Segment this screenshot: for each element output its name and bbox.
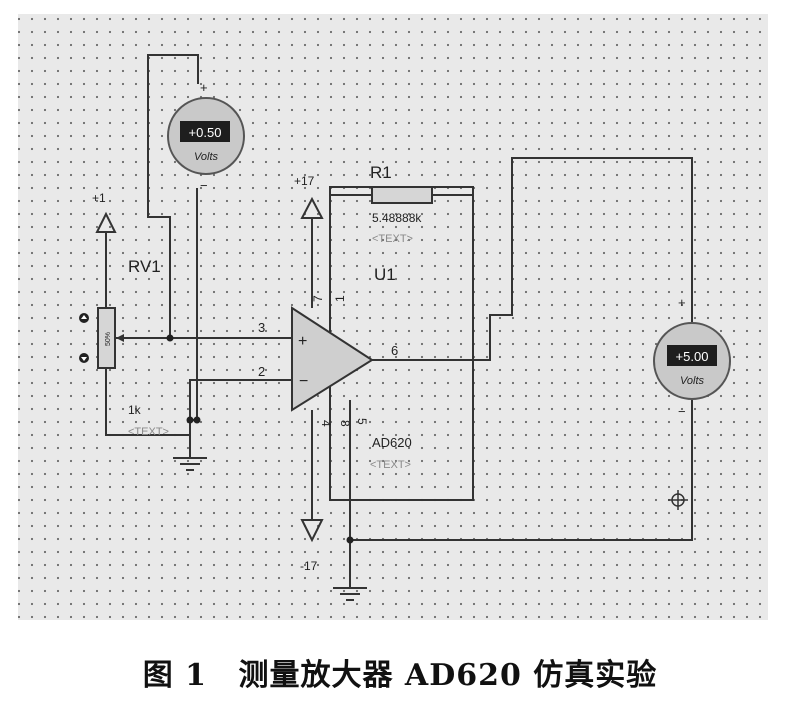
opamp-minus-sign: − [299, 373, 308, 390]
r1-value: 5.48888k [372, 211, 422, 225]
voltmeter-input-value: +0.50 [189, 125, 222, 140]
supply-terminal-plus1: +1 [92, 191, 117, 238]
pin-3-label: 3 [258, 320, 265, 335]
rv1-value: 1k [128, 403, 142, 417]
rv1-ref: RV1 [128, 257, 161, 276]
pin-4-label: 4 [319, 420, 333, 427]
ground-symbol [333, 587, 367, 601]
pin-labels: 7 1 3 2 6 4 8 5 [258, 295, 398, 427]
junction-dot [346, 536, 354, 544]
voltmeter-input[interactable]: +0.50 Volts + − [167, 80, 245, 193]
figure-title: 测量放大器 AD620 仿真实验 [238, 658, 658, 693]
junction-dot [186, 416, 194, 424]
opamp-plus-sign: + [298, 333, 307, 350]
r1-text: <TEXT> [372, 233, 413, 245]
voltmeter-output[interactable]: +5.00 Volts + − [653, 295, 731, 419]
pin-1-label: 1 [333, 295, 347, 302]
pin-5-label: 5 [355, 418, 369, 425]
rv1-text: <TEXT> [128, 426, 169, 438]
voltmeter-input-minus: − [200, 178, 208, 193]
pin-2-label: 2 [258, 364, 265, 379]
supply-terminal-label: +1 [92, 191, 106, 205]
pin-7-label: 7 [311, 295, 325, 302]
voltmeter-input-unit: Volts [194, 151, 219, 163]
crosshair-icon[interactable] [668, 490, 688, 510]
r1-ref: R1 [370, 163, 392, 182]
potentiometer-rv1[interactable]: 50% RV1 1k <TEXT> [97, 257, 169, 438]
pin-8-label: 8 [338, 420, 352, 427]
voltmeter-input-plus: + [200, 80, 208, 95]
wires [105, 54, 693, 588]
voltmeter-output-minus: − [678, 404, 686, 419]
schematic-canvas: +0.50 Volts + − +5.00 Volts + − 50% RV1 … [18, 14, 768, 620]
junction-dot [166, 334, 174, 342]
pin-6-label: 6 [391, 343, 398, 358]
u1-part: AD620 [372, 435, 412, 450]
rv1-decrease-button[interactable] [79, 353, 89, 363]
rv1-increase-button[interactable] [79, 313, 89, 323]
rail-neg-label: -17 [300, 559, 318, 573]
rail-pos-label: +17 [294, 174, 315, 188]
grid-dots [18, 14, 768, 620]
voltmeter-output-value: +5.00 [676, 349, 709, 364]
resistor-r1[interactable]: R1 5.48888k <TEXT> [370, 163, 433, 245]
voltmeter-output-plus: + [678, 295, 686, 310]
figure-caption: 图 1 测量放大器 AD620 仿真实验 [0, 650, 800, 694]
rv1-body-text: 50% [105, 332, 112, 346]
voltmeter-output-unit: Volts [680, 375, 705, 387]
figure-number: 图 1 [142, 658, 208, 693]
rail-terminal-neg17: -17 [300, 519, 324, 573]
u1-ref: U1 [374, 265, 396, 284]
rail-terminal-pos17: +17 [294, 174, 324, 219]
u1-text: <TEXT> [370, 459, 411, 471]
opamp-u1[interactable]: + − U1 AD620 <TEXT> [291, 265, 412, 471]
ground-symbol [173, 457, 207, 471]
junction-dot [193, 416, 201, 424]
